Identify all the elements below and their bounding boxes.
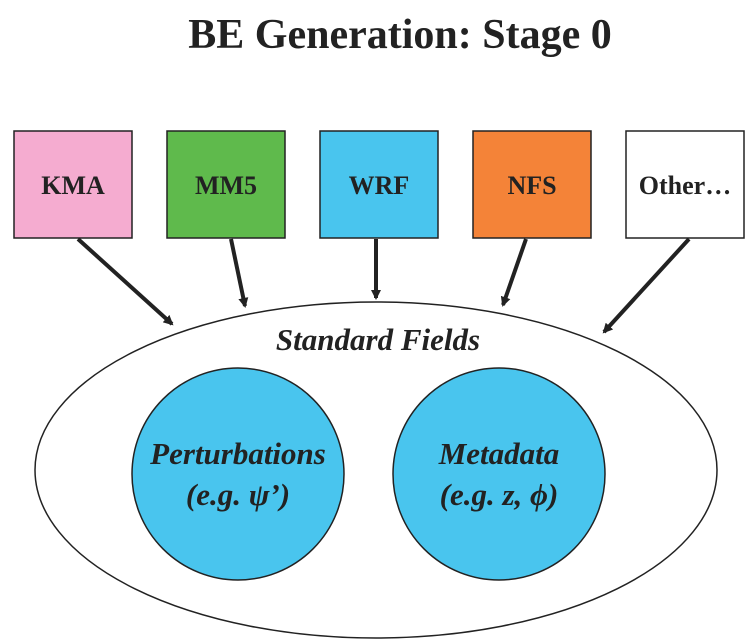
perturbations-example: (e.g. ψ’) [186, 477, 290, 512]
source-other: Other… [625, 130, 745, 239]
source-label-mm5: MM5 [195, 171, 257, 200]
standard-fields-label: Standard Fields [276, 322, 480, 357]
arrow-kma [76, 237, 174, 326]
metadata-circle [392, 367, 606, 581]
source-label-wrf: WRF [349, 171, 410, 200]
source-box-mm5 [166, 130, 286, 239]
arrow-mm5 [229, 238, 249, 308]
perturbations-label: Perturbations [149, 436, 326, 471]
source-label-nfs: NFS [507, 171, 556, 200]
perturbations-circle [131, 367, 345, 581]
source-nfs: NFS [472, 130, 592, 239]
source-label-kma: KMA [41, 171, 105, 200]
source-mm5: MM5 [166, 130, 286, 239]
page-title: BE Generation: Stage 0 [188, 12, 611, 58]
source-label-other: Other… [639, 171, 731, 200]
source-box-nfs [472, 130, 592, 239]
source-wrf: WRF [319, 130, 439, 239]
source-kma: KMA [13, 130, 133, 239]
component-metadata: Metadata (e.g. z, ϕ) [392, 367, 606, 581]
source-box-wrf [319, 130, 439, 239]
source-box-other [625, 130, 745, 239]
component-perturbations: Perturbations (e.g. ψ’) [131, 367, 345, 581]
source-box-kma [13, 130, 133, 239]
arrow-nfs [500, 238, 528, 307]
arrow-other [602, 237, 691, 334]
metadata-label: Metadata [438, 436, 560, 471]
metadata-example: (e.g. z, ϕ) [440, 477, 559, 512]
